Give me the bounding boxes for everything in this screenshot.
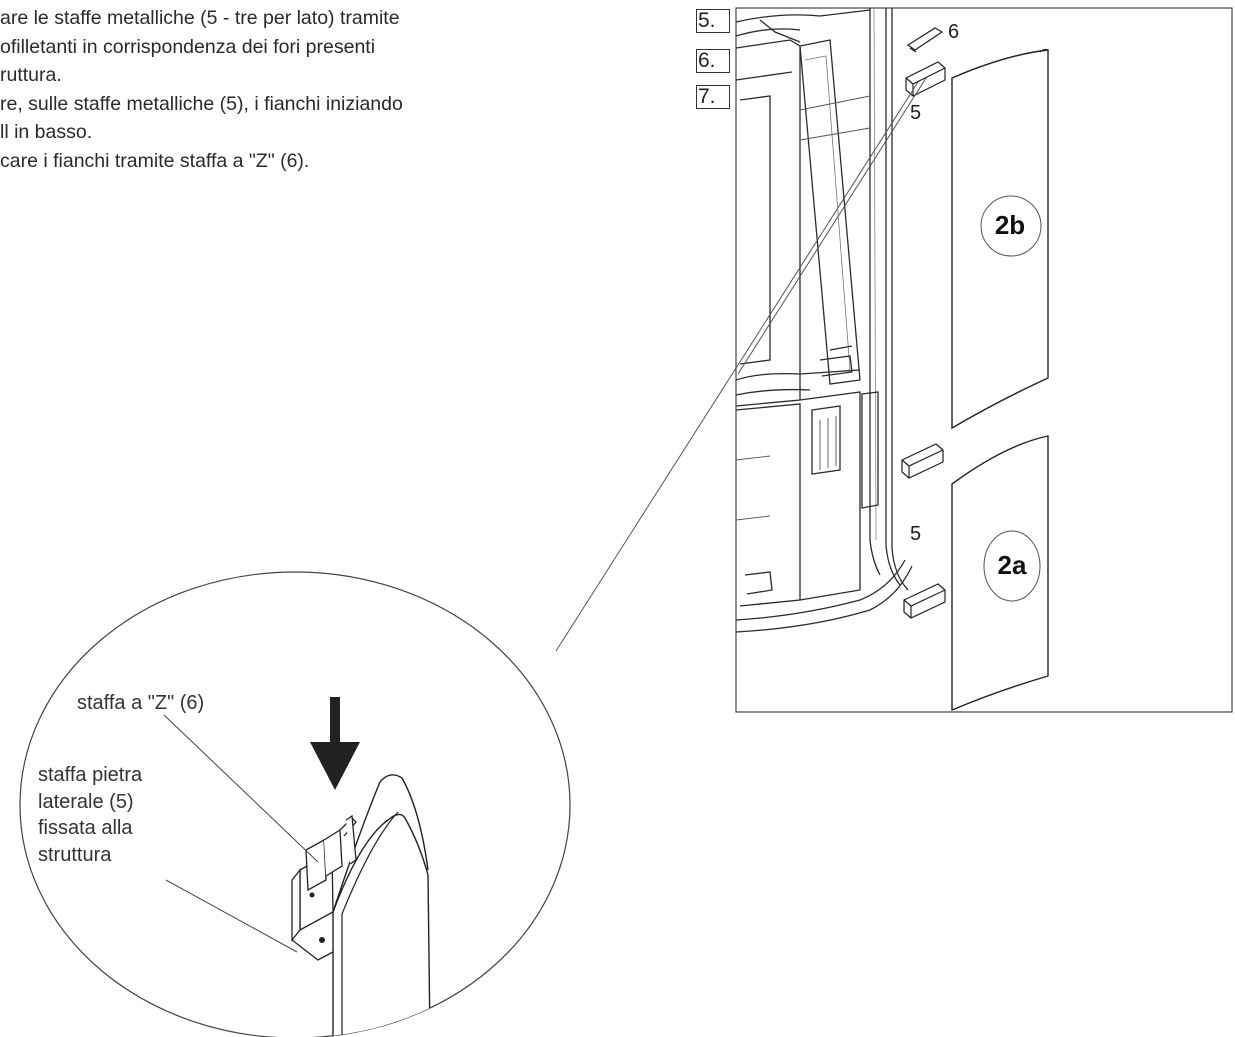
part-label-z-bracket: 6	[948, 21, 960, 43]
panel-tag-circle-lower	[983, 530, 1041, 602]
bracket-side-bottom	[903, 583, 946, 619]
stove-structure	[736, 8, 913, 633]
detail-label-line: fissata alla	[38, 817, 133, 839]
part-label-side-bracket-bottom: 5	[910, 523, 922, 545]
instructions-text: are le staffe metalliche (5 - tre per la…	[0, 4, 560, 176]
step-box-6: 6.	[696, 49, 730, 73]
instruction-line: ofilletanti in corrispondenza dei fori p…	[0, 35, 376, 58]
detail-label-line: laterale (5)	[38, 790, 134, 813]
instruction-line: care i fianchi tramite staffa a "Z" (6).	[0, 149, 310, 172]
panel-tag-2a: 2a	[997, 550, 1027, 580]
bracket-side-middle	[901, 443, 944, 479]
detail-label-line: staffa pietra	[38, 764, 143, 786]
arrow-down-icon	[310, 697, 360, 790]
step-box-7: 7.	[696, 85, 730, 109]
side-panel-lower	[951, 435, 1049, 712]
panel-tag-2b: 2b	[994, 210, 1026, 240]
detail-magnifier	[19, 571, 571, 1037]
step-box-5: 5.	[696, 9, 730, 33]
instruction-line: ll in basso.	[0, 121, 93, 144]
detail-leader-line	[737, 77, 927, 375]
detail-drawing	[163, 714, 431, 1037]
main-figure-frame	[735, 7, 1233, 713]
instruction-line: ruttura.	[0, 64, 62, 87]
detail-label-line: struttura	[38, 843, 112, 866]
side-panel-upper	[951, 49, 1049, 430]
instruction-line: are le staffe metalliche (5 - tre per la…	[0, 7, 400, 29]
bracket-z-top	[906, 27, 944, 53]
detail-label-stone-bracket: staffa pietra laterale (5) fissata alla …	[38, 762, 142, 868]
detail-leader-line	[555, 81, 919, 652]
part-label-side-bracket-top: 5	[910, 102, 922, 124]
instruction-line: re, sulle staffe metalliche (5), i fianc…	[0, 92, 403, 115]
detail-label-z-bracket: staffa a "Z" (6)	[77, 692, 205, 714]
panel-tag-circle-upper	[980, 195, 1042, 257]
